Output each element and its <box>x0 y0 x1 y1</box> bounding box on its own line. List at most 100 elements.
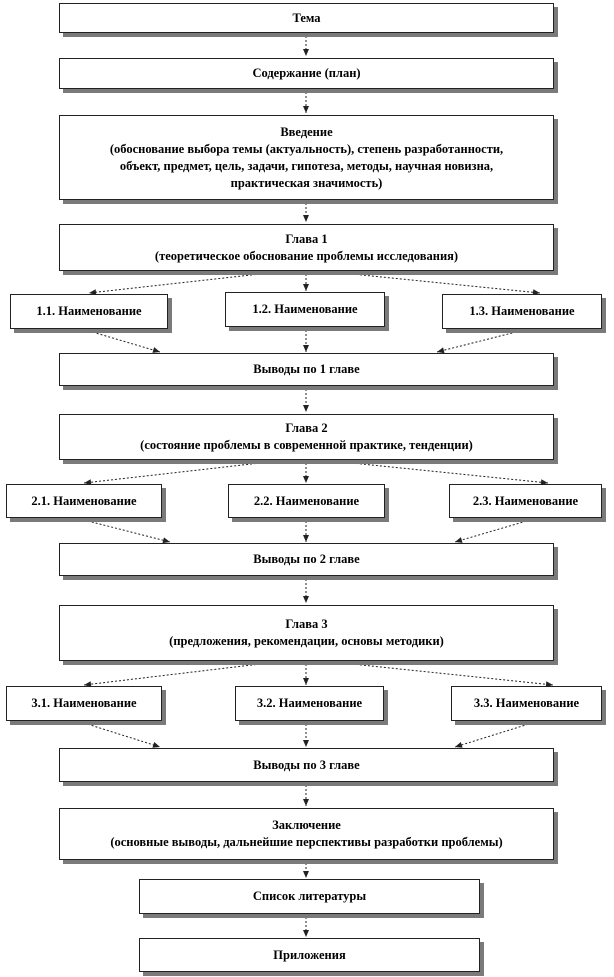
arrow-p3-3-vyvody3 <box>454 722 533 748</box>
box-vyvody3-line-1: Выводы по 3 главе <box>253 757 360 772</box>
arrow-p2-1-vyvody2-head <box>162 537 170 544</box>
arrow-glava2-p2-1 <box>83 462 261 486</box>
arrow-p3-1-vyvody3-line <box>83 722 161 748</box>
arrow-soderzhanie-vvedenie-head <box>303 106 309 113</box>
arrow-glava1-p1-1-line <box>88 273 261 294</box>
box-glava2: Глава 2 (состояние проблемы в современно… <box>59 414 554 460</box>
arrow-p1-2-vyvody1 <box>303 330 309 352</box>
arrow-vyvody3-zakluchenie-head <box>303 799 309 806</box>
arrow-glava2-p2-3 <box>351 462 549 486</box>
box-soderzhanie: Содержание (план) <box>59 58 554 89</box>
box-p1-2: 1.2. Наименование <box>225 292 385 327</box>
box-tema: Тема <box>59 3 554 33</box>
arrow-vvedenie-glava1-head <box>303 215 309 222</box>
box-tema-line-1: Тема <box>292 10 321 25</box>
arrow-zakluchenie-spisok-head <box>303 871 309 878</box>
box-p3-3-line-1: 3.3. Наименование <box>473 696 580 710</box>
arrow-p2-3-vyvody2-head <box>455 537 463 543</box>
box-spisok-line-1: Список литературы <box>252 889 367 903</box>
arrow-spisok-prilozhenia-head <box>303 930 309 937</box>
arrow-soderzhanie-vvedenie <box>303 92 309 113</box>
arrow-glava1-p1-1-head <box>89 289 97 296</box>
box-vyvody1: Выводы по 1 главе <box>59 353 554 386</box>
box-prilozhenia-line-1: Приложения <box>273 947 346 962</box>
arrow-glava2-p2-3-head <box>540 479 548 486</box>
arrow-tema-soderzhanie-head <box>303 49 309 56</box>
box-p2-3-line-1: 2.3. Наименование <box>472 493 579 508</box>
arrow-p3-1-vyvody3-head <box>152 742 160 748</box>
box-vvedenie-line-2: (обоснование выбора темы (актуальность),… <box>109 141 504 156</box>
arrow-vvedenie-glava1 <box>303 203 309 222</box>
box-p3-3: 3.3. Наименование <box>451 686 602 721</box>
arrow-glava3-p3-1 <box>83 663 261 688</box>
arrow-p1-1-vyvody1-head <box>152 347 160 353</box>
arrow-p1-3-vyvody1-line <box>436 330 521 353</box>
arrow-glava3-p3-2 <box>303 664 309 685</box>
box-spisok: Список литературы <box>139 879 480 914</box>
box-p2-2-line-1: 2.2. Наименование <box>253 493 360 508</box>
box-glava2-line-2: (состояние проблемы в современной практи… <box>140 438 473 452</box>
arrow-p1-3-vyvody1 <box>436 330 521 354</box>
box-p3-1-line-1: 3.1. Наименование <box>31 696 137 710</box>
box-zakluchenie: Заключение (основные выводы, дальнейшие … <box>59 808 554 860</box>
box-p3-2-line-1: 3.2. Наименование <box>256 696 363 710</box>
box-p2-1-line-1: 2.1. Наименование <box>31 493 137 508</box>
arrow-glava3-p3-1-head <box>84 681 92 688</box>
arrow-glava1-p1-1 <box>88 273 261 296</box>
arrow-p3-1-vyvody3 <box>83 722 161 748</box>
box-vyvody2-line-1: Выводы по 2 главе <box>253 552 360 566</box>
arrow-p2-3-vyvody2-line <box>454 519 531 543</box>
arrow-p1-3-vyvody1-head <box>437 347 445 354</box>
arrow-glava1-p1-3-line <box>351 273 541 294</box>
box-p2-2: 2.2. Наименование <box>228 484 385 518</box>
arrow-p1-2-vyvody1-head <box>303 345 309 352</box>
box-zakluchenie-line-1: Заключение <box>272 818 341 832</box>
box-glava3-line-2: (предложения, рекомендации, основы метод… <box>169 634 444 648</box>
box-zakluchenie-line-2: (основные выводы, дальнейшие перспективы… <box>110 835 503 849</box>
box-glava3-line-1: Глава 3 <box>285 617 328 631</box>
box-glava2-line-1: Глава 2 <box>285 421 328 435</box>
arrow-zakluchenie-spisok <box>303 863 309 878</box>
arrow-glava2-p2-2 <box>303 463 309 483</box>
box-vvedenie-line-4: практическая значимость) <box>230 175 383 190</box>
arrow-glava2-p2-1-head <box>84 479 92 486</box>
box-vvedenie: Введение (обоснование выбора темы (актуа… <box>59 115 554 200</box>
box-p1-1: 1.1. Наименование <box>10 294 168 329</box>
arrow-vyvody2-glava3 <box>303 579 309 603</box>
box-glava1: Глава 1 (теоретическое обоснование пробл… <box>59 224 554 271</box>
box-p1-3: 1.3. Наименование <box>442 294 602 329</box>
arrow-p2-3-vyvody2 <box>454 519 531 543</box>
arrow-glava2-p2-1-line <box>83 462 261 484</box>
box-p2-1: 2.1. Наименование <box>6 484 162 518</box>
arrow-p3-2-vyvody3-head <box>303 740 309 747</box>
box-vvedenie-line-1: Введение <box>280 124 333 139</box>
box-glava3: Глава 3 (предложения, рекомендации, осно… <box>59 605 554 661</box>
box-p1-1-line-1: 1.1. Наименование <box>36 304 142 318</box>
box-p3-1: 3.1. Наименование <box>6 686 162 721</box>
box-vyvody3: Выводы по 3 главе <box>59 748 554 782</box>
box-p2-3: 2.3. Наименование <box>449 484 602 518</box>
box-vyvody1-line-1: Выводы по 1 главе <box>253 362 360 376</box>
arrow-vyvody1-glava2-head <box>303 405 309 412</box>
arrow-glava3-p3-2-head <box>303 678 309 685</box>
arrow-glava2-p2-2-head <box>303 476 309 483</box>
box-glava1-line-1: Глава 1 <box>285 231 328 246</box>
arrow-p1-1-vyvody1-line <box>88 330 161 353</box>
arrow-p3-2-vyvody3 <box>303 724 309 747</box>
arrow-glava3-p3-3-head <box>545 681 553 688</box>
arrow-vyvody1-glava2 <box>303 389 309 412</box>
arrow-spisok-prilozhenia <box>303 917 309 937</box>
arrow-p3-3-vyvody3-line <box>454 722 533 748</box>
arrow-p2-1-vyvody2-line <box>83 519 171 543</box>
box-soderzhanie-line-1: Содержание (план) <box>252 66 361 80</box>
box-p3-2: 3.2. Наименование <box>235 686 384 721</box>
arrow-glava3-p3-3-line <box>351 663 554 686</box>
box-glava1-line-2: (теоретическое обоснование проблемы иссл… <box>154 248 459 263</box>
arrow-vyvody3-zakluchenie <box>303 785 309 806</box>
box-p1-3-line-1: 1.3. Наименование <box>469 304 575 318</box>
box-prilozhenia: Приложения <box>139 938 480 972</box>
box-vyvody2: Выводы по 2 главе <box>59 543 554 576</box>
arrow-glava1-p1-2-head <box>303 284 309 291</box>
